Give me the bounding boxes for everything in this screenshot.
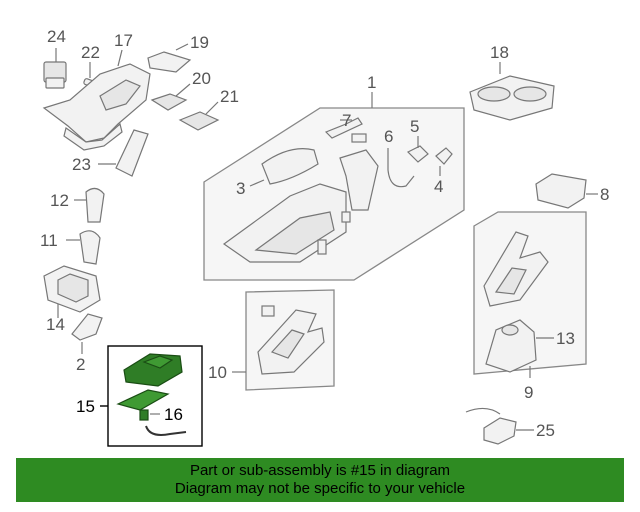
callout-11: 11 <box>40 231 58 250</box>
callout-3: 3 <box>236 179 245 198</box>
callout-12: 12 <box>50 191 69 210</box>
callout-16: 16 <box>164 405 183 424</box>
part-14[interactable]: 14 <box>43 265 101 334</box>
part-18[interactable]: 18 <box>469 43 555 121</box>
part-1[interactable]: 1 3 7 6 5 4 <box>203 73 465 281</box>
part-20[interactable]: 20 <box>150 69 211 111</box>
callout-7: 7 <box>342 111 351 130</box>
part-25[interactable]: 25 <box>465 407 555 445</box>
callout-14: 14 <box>46 315 65 334</box>
part-19[interactable]: 19 <box>147 33 209 73</box>
part-8[interactable]: 8 <box>535 173 609 209</box>
callout-9: 9 <box>524 383 533 402</box>
part-2[interactable]: 2 <box>71 313 103 374</box>
callout-4: 4 <box>434 177 443 196</box>
part-21[interactable]: 21 <box>178 87 239 131</box>
callout-5: 5 <box>410 117 419 136</box>
callout-10: 10 <box>208 363 227 382</box>
callout-19: 19 <box>190 33 209 52</box>
callout-13: 13 <box>556 329 575 348</box>
parts-diagram: 24 22 17 19 20 21 23 1 <box>40 27 609 447</box>
part-15-assembly[interactable]: 15 16 <box>76 345 203 447</box>
part-11[interactable]: 11 <box>40 230 101 265</box>
part-9[interactable]: 9 13 <box>473 211 587 402</box>
callout-17: 17 <box>114 31 133 50</box>
callout-21: 21 <box>220 87 239 106</box>
callout-20: 20 <box>192 69 211 88</box>
callout-8: 8 <box>600 185 609 204</box>
part-23[interactable]: 23 <box>72 129 149 177</box>
callout-15: 15 <box>76 397 95 416</box>
part-17[interactable]: 17 <box>42 31 151 151</box>
part-10[interactable]: 10 <box>208 289 335 391</box>
footer-line-2: Diagram may not be specific to your vehi… <box>174 480 466 497</box>
info-banner: Part or sub-assembly is #15 in diagram D… <box>16 458 624 502</box>
part-12[interactable]: 12 <box>50 187 105 223</box>
footer-line-1: Part or sub-assembly is #15 in diagram <box>189 462 451 479</box>
callout-22: 22 <box>81 43 100 62</box>
part-24[interactable]: 24 <box>43 27 67 89</box>
callout-6: 6 <box>384 127 393 146</box>
callout-1: 1 <box>367 73 376 92</box>
callout-18: 18 <box>490 43 509 62</box>
callout-23: 23 <box>72 155 91 174</box>
callout-25: 25 <box>536 421 555 440</box>
callout-24: 24 <box>47 27 66 46</box>
callout-2: 2 <box>76 355 85 374</box>
